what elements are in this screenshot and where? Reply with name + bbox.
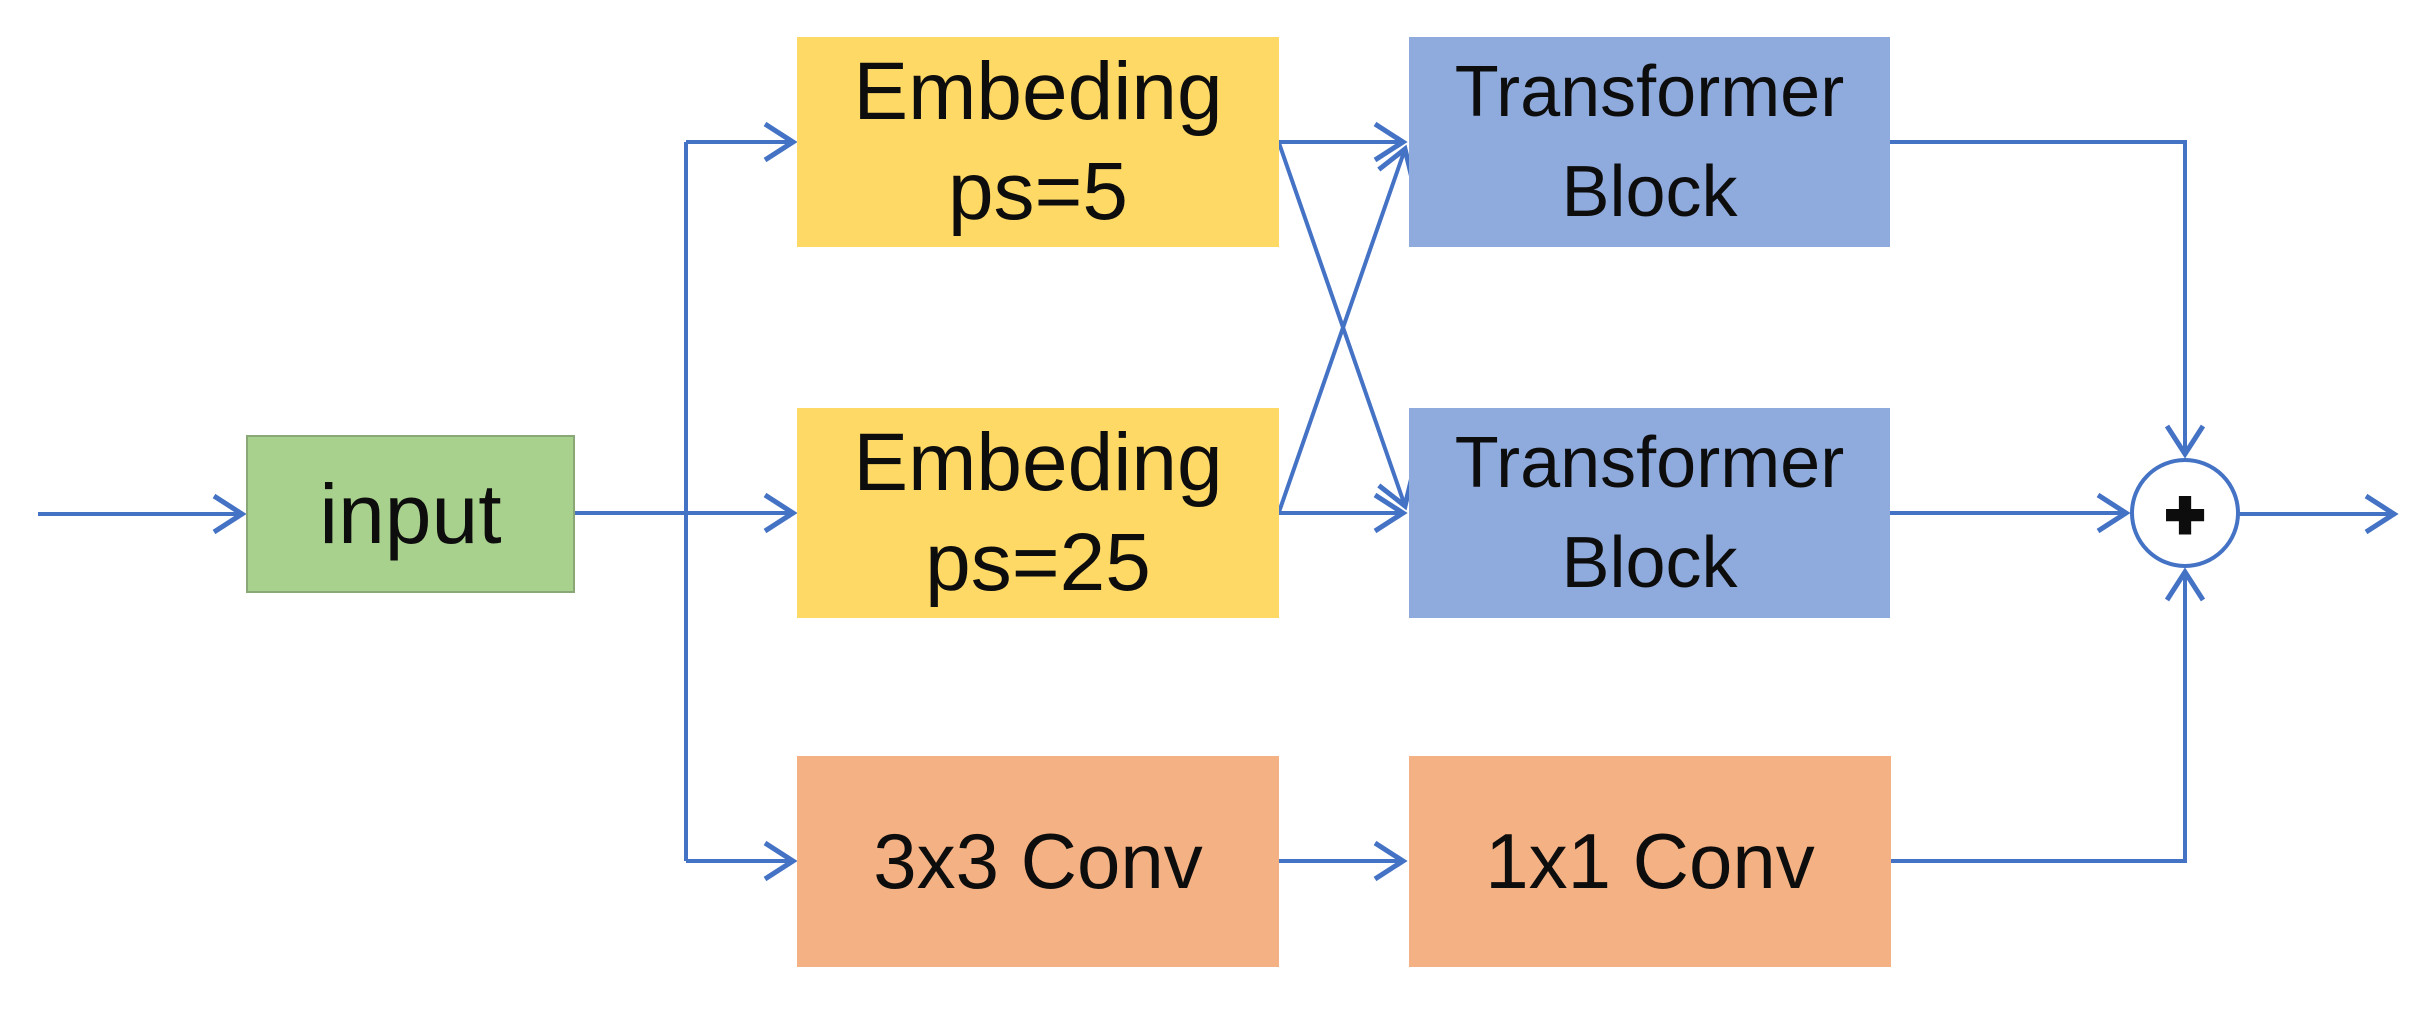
node-embedding-ps5: Embeding ps=5 (797, 37, 1279, 247)
node-transformer-block-1-label-line2: Block (1561, 152, 1738, 232)
node-input: input (246, 435, 575, 593)
node-conv-3x3: 3x3 Conv (797, 756, 1279, 967)
node-conv-1x1-label: 1x1 Conv (1485, 817, 1815, 905)
node-conv-3x3-label: 3x3 Conv (873, 817, 1203, 905)
node-embedding-ps25-label-line2: ps=25 (925, 517, 1151, 608)
node-input-label: input (319, 466, 502, 561)
edge-tb1-to-sum (1890, 140, 2206, 459)
node-conv-1x1: 1x1 Conv (1409, 756, 1891, 967)
node-transformer-block-2-label-line1: Transformer (1454, 423, 1845, 503)
node-embedding-ps5-label-line1: Embeding (853, 46, 1223, 137)
node-transformer-block-1: Transformer Block (1409, 37, 1890, 247)
node-transformer-block-2: Transformer Block (1409, 408, 1890, 618)
edge-embed25-to-tb1-cross (1277, 144, 1416, 513)
node-embedding-ps25-label-line1: Embeding (853, 417, 1223, 508)
edge-conv1x1-to-sum (1890, 567, 2206, 863)
node-transformer-block-1-label-line1: Transformer (1454, 52, 1845, 132)
node-transformer-block-2-label-line2: Block (1561, 523, 1738, 603)
node-embedding-ps5-label-line2: ps=5 (947, 146, 1129, 237)
node-embedding-ps25: Embeding ps=25 (797, 408, 1279, 618)
sum-plus-label: + (2166, 477, 2205, 551)
